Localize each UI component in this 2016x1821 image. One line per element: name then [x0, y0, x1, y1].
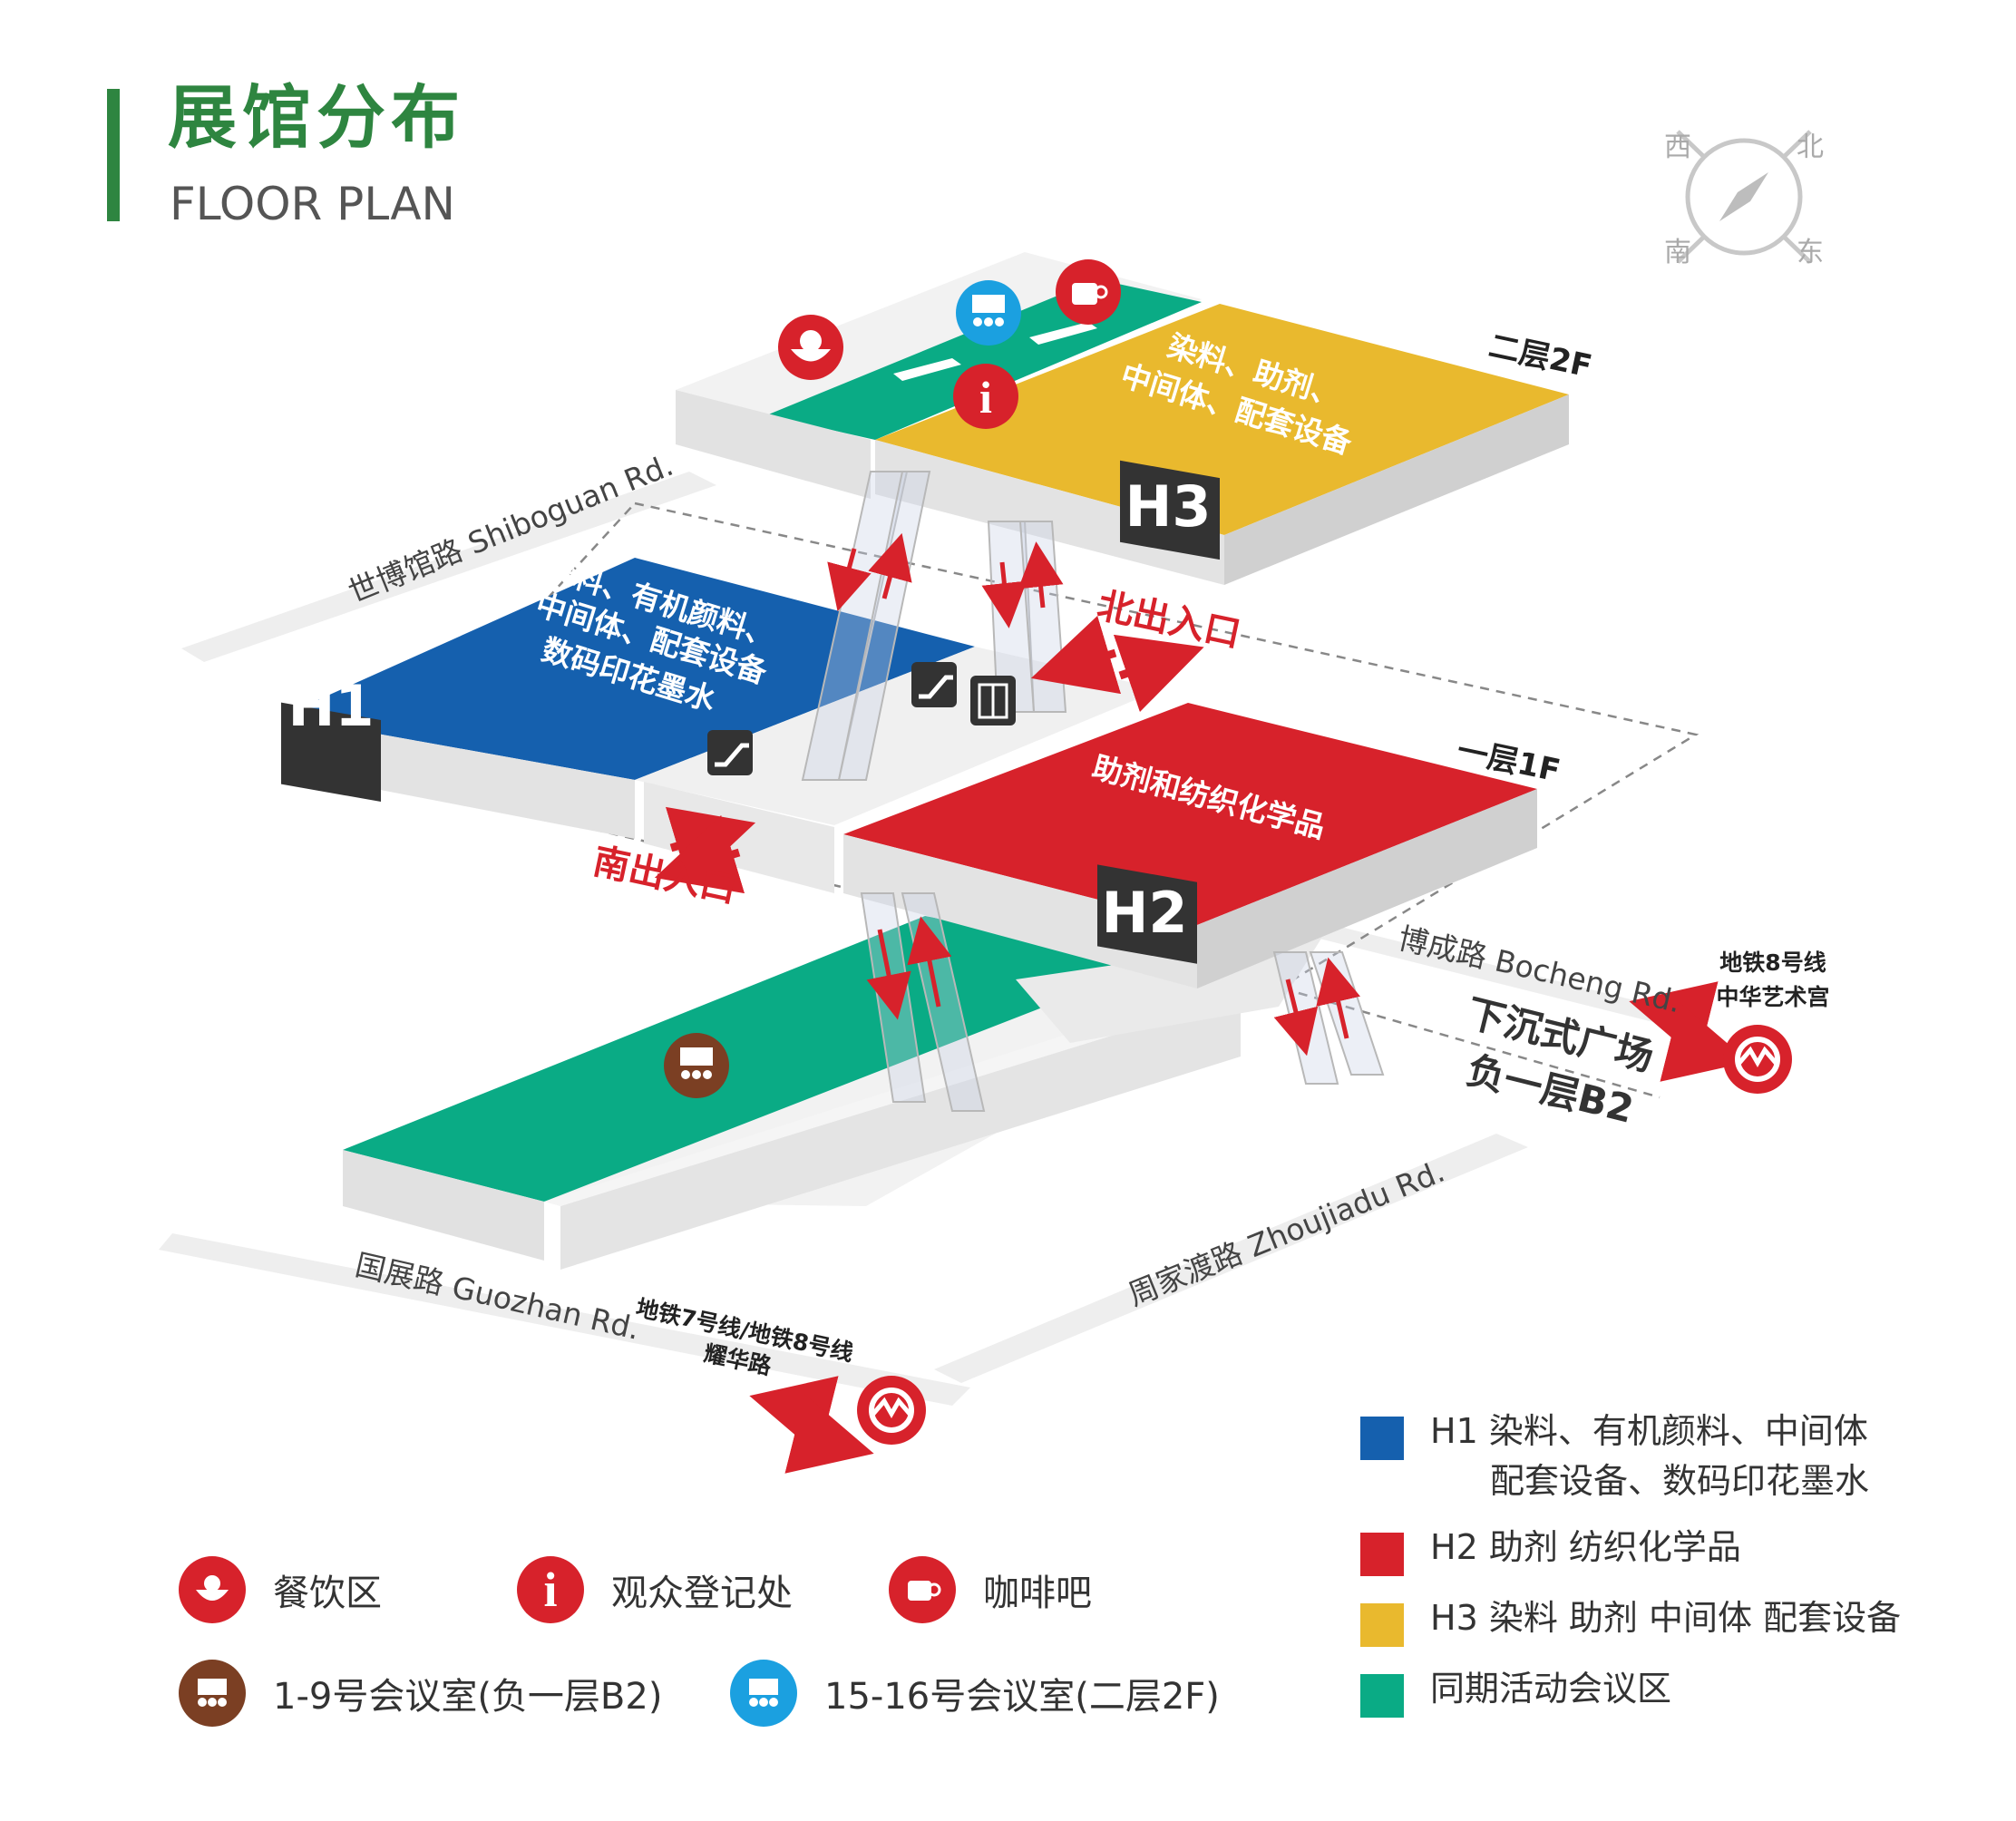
legend-swatch-h2: [1360, 1533, 1404, 1576]
road-guozhan-strip: [159, 1233, 970, 1406]
legend-swatch-h3: [1360, 1603, 1404, 1647]
metro-line8-station: 中华艺术宫: [1716, 984, 1829, 1010]
compass-east: 东: [1797, 237, 1824, 268]
map-info-icon: i: [953, 364, 1018, 429]
road-shiboguan-strip: [181, 472, 716, 662]
compass-south: 南: [1664, 237, 1691, 268]
legend-meeting-2f-label: 15-16号会议室(二层2F): [824, 1676, 1220, 1718]
hall-h2-label: H2: [1101, 880, 1187, 946]
legend-h3-label: H3 染料 助剂 中间体 配套设备: [1430, 1598, 1902, 1638]
road-guozhan: 国展路 Guozhan Rd.: [352, 1247, 643, 1347]
road-bocheng: 博成路 Bocheng Rd.: [1395, 920, 1684, 1020]
map-escalator-icon-1: [707, 730, 753, 775]
legend-h1-line1: H1 染料、有机颜料、中间体: [1430, 1411, 1868, 1451]
legend-meeting-2f: 15-16号会议室(二层2F): [730, 1660, 1220, 1727]
legend-dining: 餐饮区: [179, 1556, 382, 1623]
legend-h2-label: H2 助剂 纺织化学品: [1430, 1527, 1741, 1567]
map-meeting-room-2f-icon: [956, 280, 1021, 346]
hall-h3-label: H3: [1125, 473, 1211, 540]
info-icon: i: [517, 1556, 584, 1623]
metro-icon-line8: [1723, 1025, 1792, 1094]
metro-line8-name: 地铁8号线: [1719, 949, 1826, 976]
hall-h1-floor: [281, 558, 975, 780]
metro-icon-line78: [857, 1376, 926, 1445]
compass: 西 北 南 东: [1664, 130, 1824, 268]
svg-text:i: i: [979, 372, 992, 423]
hall-h2-floor: [843, 703, 1537, 925]
road-bocheng-strip: [1320, 925, 1678, 1025]
hall-h3-badge: H3: [1120, 460, 1220, 560]
map-coffee-icon: [1056, 259, 1121, 325]
map-meeting-room-b2-icon: [664, 1033, 729, 1098]
meeting-room-icon: [730, 1660, 797, 1727]
compass-north: 北: [1797, 131, 1824, 163]
page-title: 展馆分布: [168, 77, 465, 158]
legend-coffee: 咖啡吧: [889, 1556, 1092, 1623]
legend-meeting-b2-label: 1-9号会议室(负一层B2): [273, 1676, 663, 1718]
header-accent-bar: [107, 89, 120, 221]
coffee-icon: [889, 1556, 956, 1623]
dining-icon: [179, 1556, 246, 1623]
north-entrance-label: 北出入口: [1094, 585, 1244, 656]
road-zhoujiadu-strip: [934, 1134, 1528, 1383]
floor-label-2f: 二层2F: [1485, 328, 1595, 385]
compass-ring-icon: [1685, 138, 1803, 256]
legend-h1-line2: 配套设备、数码印花墨水: [1490, 1461, 1870, 1501]
legend-coffee-label: 咖啡吧: [983, 1573, 1092, 1614]
map-elevator-icon: [970, 676, 1016, 725]
legend-info-label: 观众登记处: [611, 1573, 793, 1614]
legend-dining-label: 餐饮区: [273, 1573, 382, 1614]
compass-west: 西: [1664, 131, 1691, 163]
legend-events-label: 同期活动会议区: [1430, 1669, 1672, 1709]
road-zhoujiadu: 周家渡路 Zhoujiadu Rd.: [1123, 1154, 1449, 1313]
hall-h2-badge: H2: [1097, 864, 1197, 964]
hall-h3-floor: [875, 304, 1569, 535]
hall-h1-badge: H1: [281, 673, 381, 803]
legend-meeting-b2: 1-9号会议室(负一层B2): [179, 1660, 662, 1727]
map-dining-icon: [778, 315, 843, 380]
map-escalator-icon-2: [911, 662, 957, 707]
meeting-room-icon: [179, 1660, 246, 1727]
legend-swatch-h1: [1360, 1417, 1404, 1460]
legend-info: i 观众登记处: [517, 1556, 793, 1623]
escalator-arrows: [827, 532, 1360, 1057]
entrance-arrows: [654, 615, 1749, 1474]
page-subtitle: FLOOR PLAN: [170, 178, 455, 230]
hall-h1-label: H1: [287, 673, 374, 739]
compass-needle-icon: [1719, 172, 1768, 221]
legend-swatch-events: [1360, 1674, 1404, 1718]
